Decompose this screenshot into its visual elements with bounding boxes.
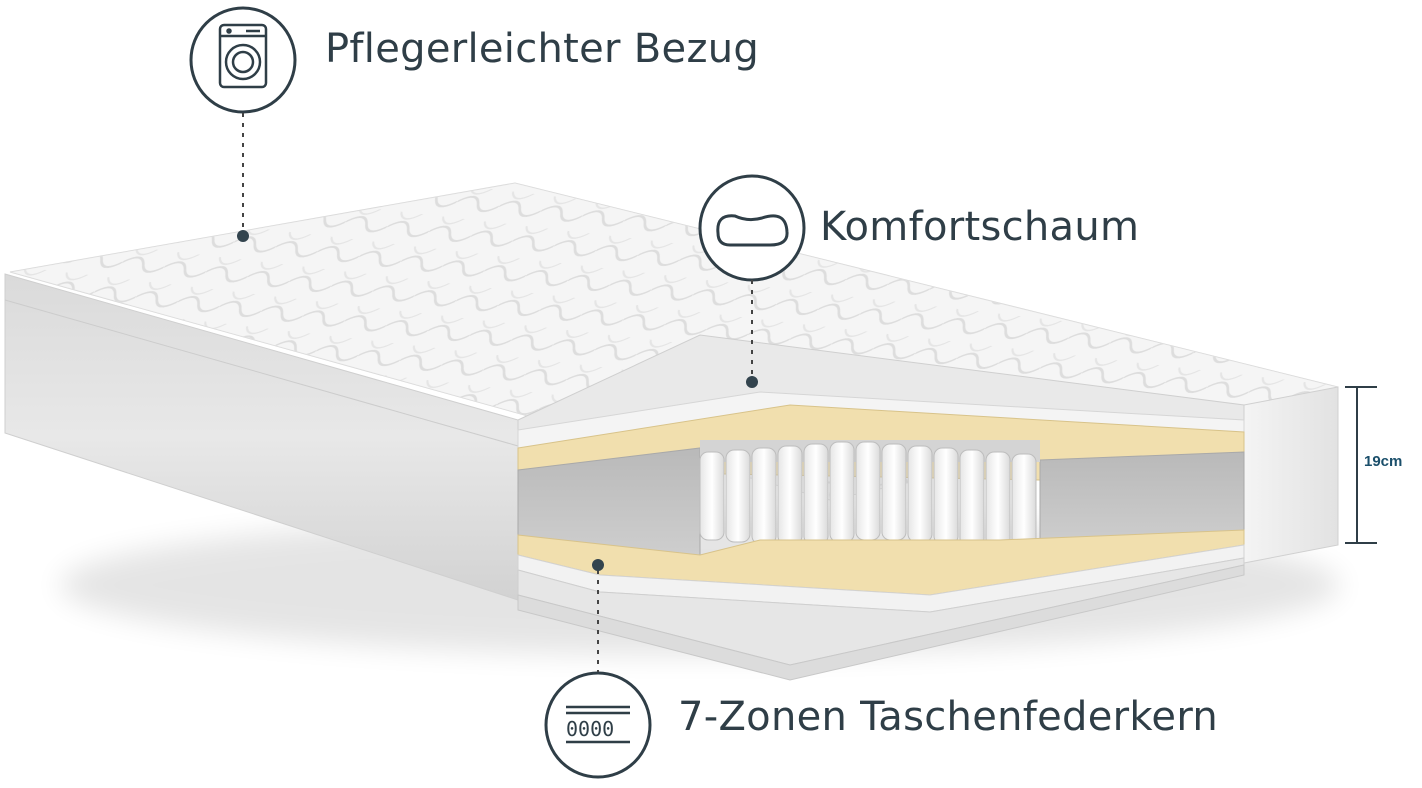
washing-machine-icon bbox=[218, 23, 268, 89]
cover-label: Pflegerleichter Bezug bbox=[325, 26, 760, 72]
foam-pillow-icon bbox=[716, 214, 789, 247]
springs-label: 7-Zonen Taschenfederkern bbox=[678, 694, 1219, 740]
height-dimension-marker bbox=[1345, 386, 1377, 544]
spring-core-icon-text: 0000 bbox=[566, 717, 615, 741]
springs-leader-dot bbox=[592, 559, 604, 571]
foam-leader-dot bbox=[746, 376, 758, 388]
spring-core-icon bbox=[566, 705, 630, 744]
mattress-right-side bbox=[1243, 386, 1339, 564]
foam-label: Komfortschaum bbox=[820, 204, 1140, 250]
cover-leader-dot bbox=[237, 230, 249, 242]
height-label: 19cm bbox=[1364, 453, 1403, 470]
pocket-springs bbox=[699, 440, 1040, 547]
